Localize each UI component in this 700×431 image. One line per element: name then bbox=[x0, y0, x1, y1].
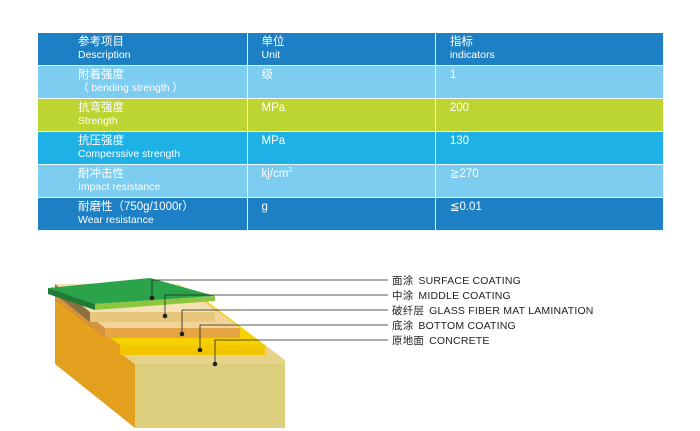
row-name-en: （ bending strength ） bbox=[78, 82, 184, 94]
legend-zh: 底涂 bbox=[392, 320, 414, 332]
row-name-cell: 耐冲击性 Impact resistance bbox=[38, 165, 248, 198]
row-name-cell: 耐磨性（750g/1000r） Wear resistance bbox=[38, 198, 248, 231]
table-row: 抗压强度 Comperssive strength MPa 130 bbox=[38, 132, 663, 165]
header-unit-cell: 单位 Unit bbox=[247, 33, 436, 66]
leader-dot-surface bbox=[149, 295, 155, 301]
leader-dot-middle bbox=[162, 313, 168, 319]
leader-dots bbox=[149, 295, 218, 367]
table-row: 耐冲击性 Impact resistance kj/cm2 ≧270 bbox=[38, 165, 663, 198]
row-name-zh: 抗弯强度 bbox=[78, 102, 124, 114]
row-name-zh: 附着强度 bbox=[78, 69, 124, 81]
row-name-en: Strength bbox=[78, 115, 118, 127]
header-unit-zh: 单位 bbox=[261, 36, 285, 48]
row-name-zh: 耐磨性（750g/1000r） bbox=[78, 201, 194, 213]
row-name-cell: 抗弯强度 Strength bbox=[38, 99, 248, 132]
row-unit: MPa bbox=[261, 102, 286, 114]
row-name-en: Impact resistance bbox=[78, 181, 161, 193]
header-item-cell: 参考项目 Description bbox=[38, 33, 248, 66]
row-value-cell: 130 bbox=[435, 132, 663, 165]
row-value: 200 bbox=[449, 102, 470, 114]
table-row: 附着强度 （ bending strength ） 级 1 bbox=[38, 66, 663, 99]
leader-line-surface bbox=[151, 279, 388, 298]
row-unit-superscript: 2 bbox=[288, 167, 293, 175]
legend-item-glass-fiber: 破纤层 GLASS FIBER MAT LAMINATION bbox=[392, 303, 594, 318]
row-unit-cell: 级 bbox=[247, 66, 436, 99]
header-unit-en: Unit bbox=[261, 49, 281, 61]
legend-item-middle: 中涂 MIDDLE COATING bbox=[392, 288, 511, 303]
row-unit: MPa bbox=[261, 135, 286, 147]
header-indicator-zh: 指标 bbox=[449, 36, 473, 48]
leader-line-bottom bbox=[199, 324, 388, 350]
row-unit-wrap: kj/cm2 bbox=[248, 167, 435, 181]
table-header-row: 参考项目 Description 单位 Unit 指标 indicators bbox=[38, 33, 663, 66]
legend-zh: 破纤层 bbox=[392, 305, 425, 317]
surface-coating-front bbox=[95, 296, 215, 310]
leader-dot-glass-fiber bbox=[179, 331, 185, 337]
floor-layers-diagram bbox=[48, 278, 388, 428]
leader-line-middle bbox=[164, 294, 388, 316]
row-value: 130 bbox=[449, 135, 470, 147]
legend-en: CONCRETE bbox=[429, 335, 490, 347]
header-indicator-en: indicators bbox=[449, 49, 495, 61]
row-unit-cell: MPa bbox=[247, 99, 436, 132]
legend-zh: 面涂 bbox=[392, 275, 414, 287]
row-name-cell: 附着强度 （ bending strength ） bbox=[38, 66, 248, 99]
concrete-layer-front bbox=[135, 364, 285, 428]
row-value-cell: 200 bbox=[435, 99, 663, 132]
row-unit-cell: kj/cm2 bbox=[247, 165, 436, 198]
legend-item-bottom: 底涂 BOTTOM COATING bbox=[392, 318, 516, 333]
row-unit: kj/cm bbox=[261, 168, 289, 180]
row-name-en: Wear resistance bbox=[78, 214, 154, 226]
row-value: ≧270 bbox=[449, 168, 479, 180]
row-unit: 级 bbox=[261, 69, 274, 81]
legend-en: SURFACE COATING bbox=[418, 275, 521, 287]
legend-item-surface: 面涂 SURFACE COATING bbox=[392, 273, 521, 288]
row-value-cell: ≧270 bbox=[435, 165, 663, 198]
row-value-cell: 1 bbox=[435, 66, 663, 99]
legend-item-concrete: 原地面 CONCRETE bbox=[392, 333, 490, 348]
row-name-en: Comperssive strength bbox=[78, 148, 181, 160]
header-item-en: Description bbox=[78, 49, 131, 61]
row-name-zh: 抗压强度 bbox=[78, 135, 124, 147]
surface-coating-side bbox=[48, 288, 95, 310]
legend-zh: 原地面 bbox=[392, 335, 425, 347]
glass-fiber-front bbox=[105, 328, 240, 338]
row-value-cell: ≦0.01 bbox=[435, 198, 663, 231]
leader-line-glass-fiber bbox=[181, 309, 388, 334]
header-indicator-cell: 指标 indicators bbox=[435, 33, 663, 66]
row-unit-cell: MPa bbox=[247, 132, 436, 165]
leader-line-concrete bbox=[214, 339, 388, 364]
bottom-coating-front bbox=[120, 345, 265, 355]
concrete-layer-side bbox=[55, 304, 135, 428]
table-row: 耐磨性（750g/1000r） Wear resistance g ≦0.01 bbox=[38, 198, 663, 231]
spec-table: 参考项目 Description 单位 Unit 指标 indicators 附… bbox=[38, 33, 663, 231]
row-unit-cell: g bbox=[247, 198, 436, 231]
row-value: ≦0.01 bbox=[449, 201, 482, 213]
middle-coating-front bbox=[90, 312, 215, 322]
legend-en: MIDDLE COATING bbox=[418, 290, 511, 302]
row-value: 1 bbox=[449, 69, 457, 81]
row-name-zh: 耐冲击性 bbox=[78, 168, 124, 180]
header-item-zh: 参考项目 bbox=[78, 36, 124, 48]
legend-en: BOTTOM COATING bbox=[418, 320, 516, 332]
legend-en: GLASS FIBER MAT LAMINATION bbox=[429, 305, 594, 317]
legend-zh: 中涂 bbox=[392, 290, 414, 302]
leader-dot-bottom bbox=[197, 347, 203, 353]
row-name-cell: 抗压强度 Comperssive strength bbox=[38, 132, 248, 165]
row-unit: g bbox=[261, 201, 268, 213]
leader-dot-concrete bbox=[212, 361, 218, 367]
table-row: 抗弯强度 Strength MPa 200 bbox=[38, 99, 663, 132]
leader-lines bbox=[151, 279, 388, 364]
surface-coating-top bbox=[48, 278, 215, 304]
